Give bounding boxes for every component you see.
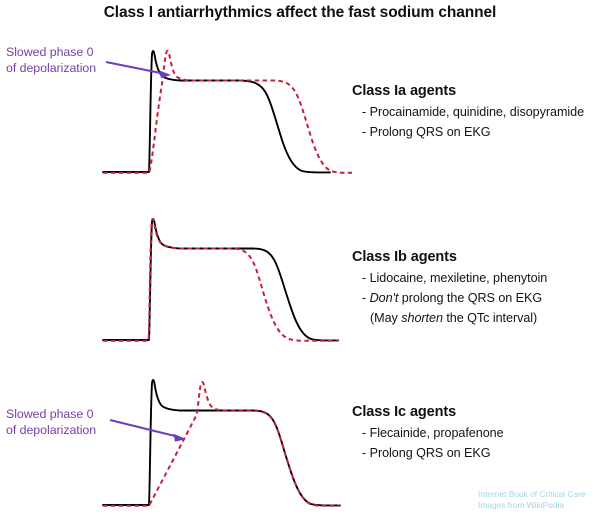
page-title: Class I antiarrhythmics affect the fast … [103,4,497,21]
panel-ib-bullet-1: - Lidocaine, mexiletine, phenytoin [362,271,547,285]
panel-ib-bullet-3-post: the QTc interval) [442,311,538,325]
annotation-top-line2: of depolarization [6,61,97,75]
annotation-bottom-line2: of depolarization [6,423,97,437]
trace-drug-panel-1 [103,49,352,174]
panel-ib-bullet-3-pre: (May [370,311,402,325]
panel-ib-bullet-3: (May shorten the QTc interval) [370,311,537,325]
panel-ic-bullet-2: - Prolong QRS on EKG [362,446,491,460]
annotation-slowed-phase0-bottom: Slowed phase 0 of depolarization [6,406,96,438]
panel-heading-class-ic: Class Ic agents [352,404,457,420]
panel-ia-bullet-2-text: - Prolong QRS on EKG [362,125,491,139]
annotation-top-line1: Slowed phase 0 [6,45,94,59]
trace-normal-panel-1 [102,50,331,174]
panel-ia-bullet-1: - Procainamide, quinidine, disopyramide [362,105,584,119]
panel-ic-bullet-1: - Flecainide, propafenone [362,426,504,440]
annotation-slowed-phase0-top: Slowed phase 0 of depolarization [6,44,96,76]
credit-line2: Images from WikiPedia [478,500,565,510]
panel-ib-bullet-2: - Don't prolong the QRS on EKG [362,291,542,305]
annotation-arrow-1 [105,60,171,79]
trace-drug-panel-3 [103,381,340,507]
panel-ia-bullet-1-text: - Procainamide, quinidine, disopyramide [362,105,585,119]
annotation-bottom-line1: Slowed phase 0 [6,407,94,421]
panel-ib-bullet-2-post: prolong the QRS on EKG [398,291,543,305]
panel-ia-bullet-2: - Prolong QRS on EKG [362,125,491,139]
annotation-arrow-2 [109,418,186,442]
credit-line1: Internet Book of Critical Care [478,489,586,499]
panel-ib-bullet-2-pre: - [362,291,370,305]
credit-attribution: Internet Book of Critical Care Images fr… [478,489,586,511]
panel-ib-bullet-3-emphasis: shorten [401,311,443,325]
trace-normal-panel-3 [102,379,341,507]
panel-heading-class-ib: Class Ib agents [352,249,457,265]
panel-heading-class-ia: Class Ia agents [352,83,457,99]
panel-ib-bullet-1-text: - Lidocaine, mexiletine, phenytoin [362,271,548,285]
panel-ic-bullet-2-text: - Prolong QRS on EKG [362,446,491,460]
trace-drug-panel-2 [103,218,338,342]
trace-normal-panel-2 [102,218,339,342]
panel-ic-bullet-1-text: - Flecainide, propafenone [362,426,504,440]
panel-ib-bullet-2-emphasis: Don't [369,291,399,305]
